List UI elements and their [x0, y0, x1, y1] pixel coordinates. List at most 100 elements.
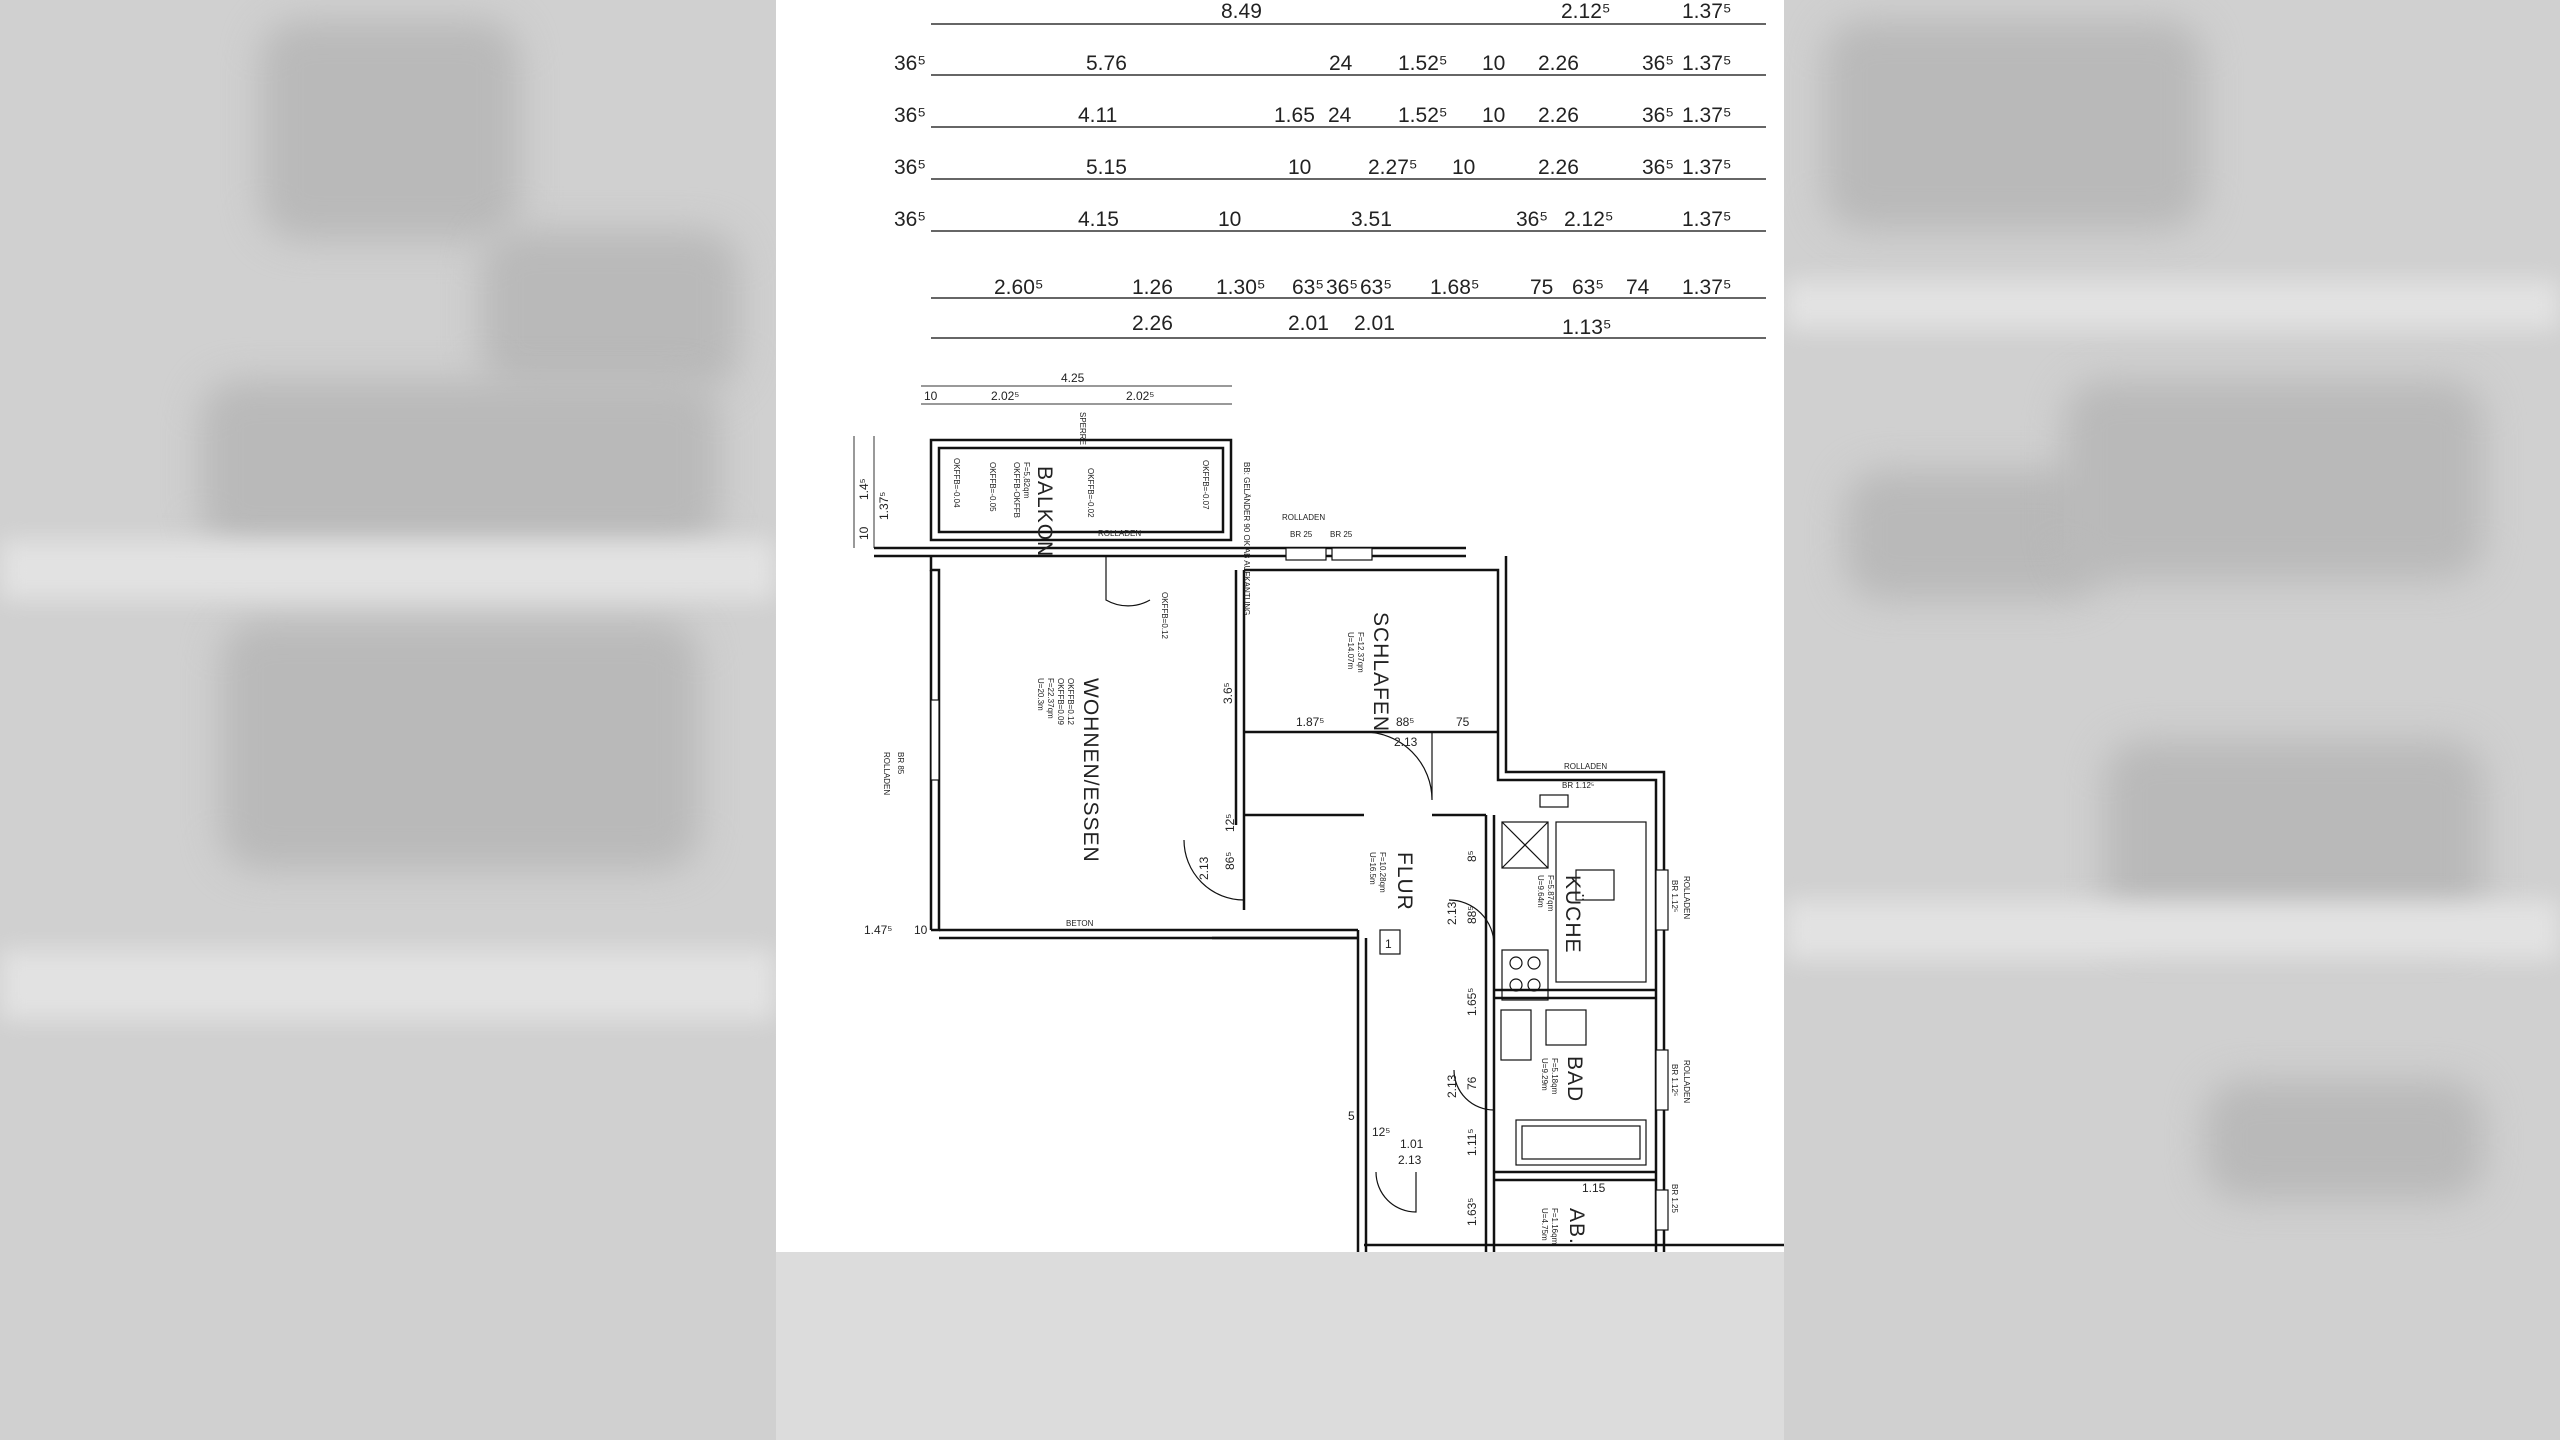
dim-text: 74	[1626, 276, 1650, 299]
dim-text: 2.27⁵	[1368, 156, 1418, 179]
label-okffb-2: OKFFB=-0.04	[952, 458, 961, 508]
label-right-rolladen-2: ROLLADEN	[1682, 1060, 1691, 1103]
dim-text: 36⁵	[1516, 208, 1548, 231]
dim-text: 2.13	[1394, 735, 1418, 749]
dim-text: 1.01	[1400, 1137, 1424, 1151]
room-balkon: BALKON F=5,82qm OKFFB-OKFFB	[1012, 462, 1056, 557]
dim-text: 1.37⁵	[877, 492, 891, 520]
label-rolladen-kueche: ROLLADEN	[1564, 762, 1607, 771]
label-right-rolladen-1: ROLLADEN	[1682, 876, 1691, 919]
dim-text: 1.26	[1132, 276, 1173, 299]
room-perim-flur: U=16.5m	[1368, 852, 1377, 885]
dim-text: 10	[1288, 156, 1311, 179]
label-left-br: BR 85	[896, 752, 905, 775]
dim-text: 75	[1456, 715, 1470, 729]
label-br25a: BR 25	[1290, 530, 1313, 539]
unit-number: 1	[1385, 937, 1392, 951]
dim-text: 36⁵	[1642, 104, 1674, 127]
room-perim-schlafen: U=14.07m	[1346, 632, 1355, 669]
dim-text: 36⁵	[894, 52, 926, 75]
room-area-balkon: F=5,82qm	[1022, 462, 1031, 499]
dim-text: 2.13	[1445, 901, 1459, 925]
room-name-flur: FLUR	[1393, 852, 1416, 911]
dim-text: 1.65	[1274, 104, 1315, 127]
dim-text: 63⁵	[1292, 276, 1324, 299]
label-okffb-5: OKFFB=0.12	[1160, 592, 1169, 639]
dim-text: 10	[1452, 156, 1475, 179]
doors	[1105, 556, 1495, 1213]
dim-text: 2.26	[1538, 156, 1579, 179]
dim-text: 4.15	[1078, 208, 1119, 231]
room-name-schlafen: SCHLAFEN	[1369, 612, 1392, 732]
dim-text: 63⁵	[1572, 276, 1604, 299]
dim-text: 88⁵	[1396, 715, 1414, 729]
floor-plan-document: 8.49 2.12⁵ 1.37⁵ 36⁵ 5.76 24 1.52⁵ 10 2.…	[776, 0, 1784, 1252]
dim-text: 1.37⁵	[1682, 104, 1732, 127]
dim-text: 8.49	[1221, 0, 1262, 23]
room-name-kueche: KÜCHE	[1561, 875, 1584, 954]
label-okffb-1: OKFFB=-0.02	[1086, 468, 1095, 518]
dim-text: 1.15	[1582, 1181, 1606, 1195]
dim-text: 5	[1348, 1109, 1355, 1123]
dim-text: 4.25	[1061, 371, 1085, 385]
dimension-row-5: 2.60⁵ 1.26 1.30⁵ 63⁵ 36⁵ 63⁵ 1.68⁵ 75 63…	[994, 276, 1732, 299]
dim-text: 1.63⁵	[1465, 1198, 1479, 1226]
dimension-row-2: 36⁵ 4.11 1.65 24 1.52⁵ 10 2.26 36⁵ 1.37⁵	[894, 104, 1732, 127]
dim-text: 3.51	[1351, 208, 1392, 231]
dim-text: 36⁵	[894, 208, 926, 231]
dimension-row-3: 36⁵ 5.15 10 2.27⁵ 10 2.26 36⁵ 1.37⁵	[894, 156, 1732, 179]
room-line-wohnen-2: OKFFB=0.09	[1056, 678, 1065, 725]
dim-text: 5.15	[1086, 156, 1127, 179]
label-okffb-4: OKFFB=-0.07	[1201, 460, 1210, 510]
dim-text: 2.26	[1132, 312, 1173, 335]
dim-text: 1.52⁵	[1398, 104, 1448, 127]
room-perim-bad: U=9.29m	[1540, 1058, 1549, 1091]
room-area-schlafen: F=12.37qm	[1356, 632, 1365, 673]
dim-text: 2.02⁵	[1126, 389, 1154, 403]
room-wohnen: WOHNEN/ESSEN OKFFB=0.12 OKFFB=0.09 F=22.…	[1036, 678, 1102, 863]
dim-text: 2.60⁵	[994, 276, 1044, 299]
kitchen-fixtures	[1501, 821, 1647, 1001]
dim-text: 2.13	[1197, 856, 1211, 880]
room-line-wohnen-4: U=20.3m	[1036, 678, 1045, 711]
room-line-wohnen-3: F=22.37qm	[1046, 678, 1055, 719]
dim-text: 1.87⁵	[1296, 715, 1324, 729]
floor-plan: 8.49 2.12⁵ 1.37⁵ 36⁵ 5.76 24 1.52⁵ 10 2.…	[853, 0, 1784, 1252]
dim-text: 4.11	[1078, 104, 1117, 127]
room-area-kueche: F=5.87qm	[1546, 875, 1555, 912]
dim-text: 1.37⁵	[1682, 208, 1732, 231]
dim-text: 2.01	[1354, 312, 1395, 335]
dimension-row-1: 36⁵ 5.76 24 1.52⁵ 10 2.26 36⁵ 1.37⁵	[894, 52, 1732, 75]
dim-text: 86⁵	[1223, 852, 1237, 870]
dim-text: 1.13⁵	[1562, 316, 1612, 339]
room-name-ab: AB.	[1565, 1208, 1588, 1245]
dim-text: 10	[1482, 104, 1505, 127]
room-ab: AB. F=1.16qm U=4.75m	[1540, 1208, 1588, 1245]
walls	[874, 438, 1784, 1252]
dim-text: 12⁵	[1223, 814, 1237, 832]
unit-number-box	[1379, 929, 1401, 955]
dim-text: 76	[1465, 1076, 1479, 1090]
dim-text: 3.6⁵	[1221, 682, 1235, 704]
label-right-br-1: BR 1.12⁵	[1670, 880, 1679, 912]
dim-text: 1.37⁵	[1682, 52, 1732, 75]
dim-text: 88⁵	[1465, 906, 1479, 924]
dim-text: 1.37⁵	[1682, 156, 1732, 179]
room-perim-ab: U=4.75m	[1540, 1208, 1549, 1241]
label-rolladen-schlafen: ROLLADEN	[1282, 513, 1325, 522]
dimension-chains	[931, 23, 1766, 339]
dim-text: 10	[1482, 52, 1505, 75]
dimension-row-6: 2.26 2.01 2.01 1.13⁵	[1132, 312, 1612, 339]
room-schlafen: SCHLAFEN F=12.37qm U=14.07m	[1346, 612, 1392, 732]
dim-text: 36⁵	[894, 104, 926, 127]
dim-text: 12⁵	[1372, 1125, 1390, 1139]
dim-text: 1.47⁵	[864, 923, 892, 937]
dim-text: 1.30⁵	[1216, 276, 1266, 299]
room-area-flur: F=10.28qm	[1378, 852, 1387, 893]
dim-text: 10	[857, 526, 871, 540]
dim-text: 2.12⁵	[1561, 0, 1611, 23]
blurred-background-right	[1784, 0, 2560, 1440]
dim-text: 63⁵	[1360, 276, 1392, 299]
dim-text: 36⁵	[1642, 156, 1674, 179]
room-sub-balkon: OKFFB-OKFFB	[1012, 462, 1021, 518]
